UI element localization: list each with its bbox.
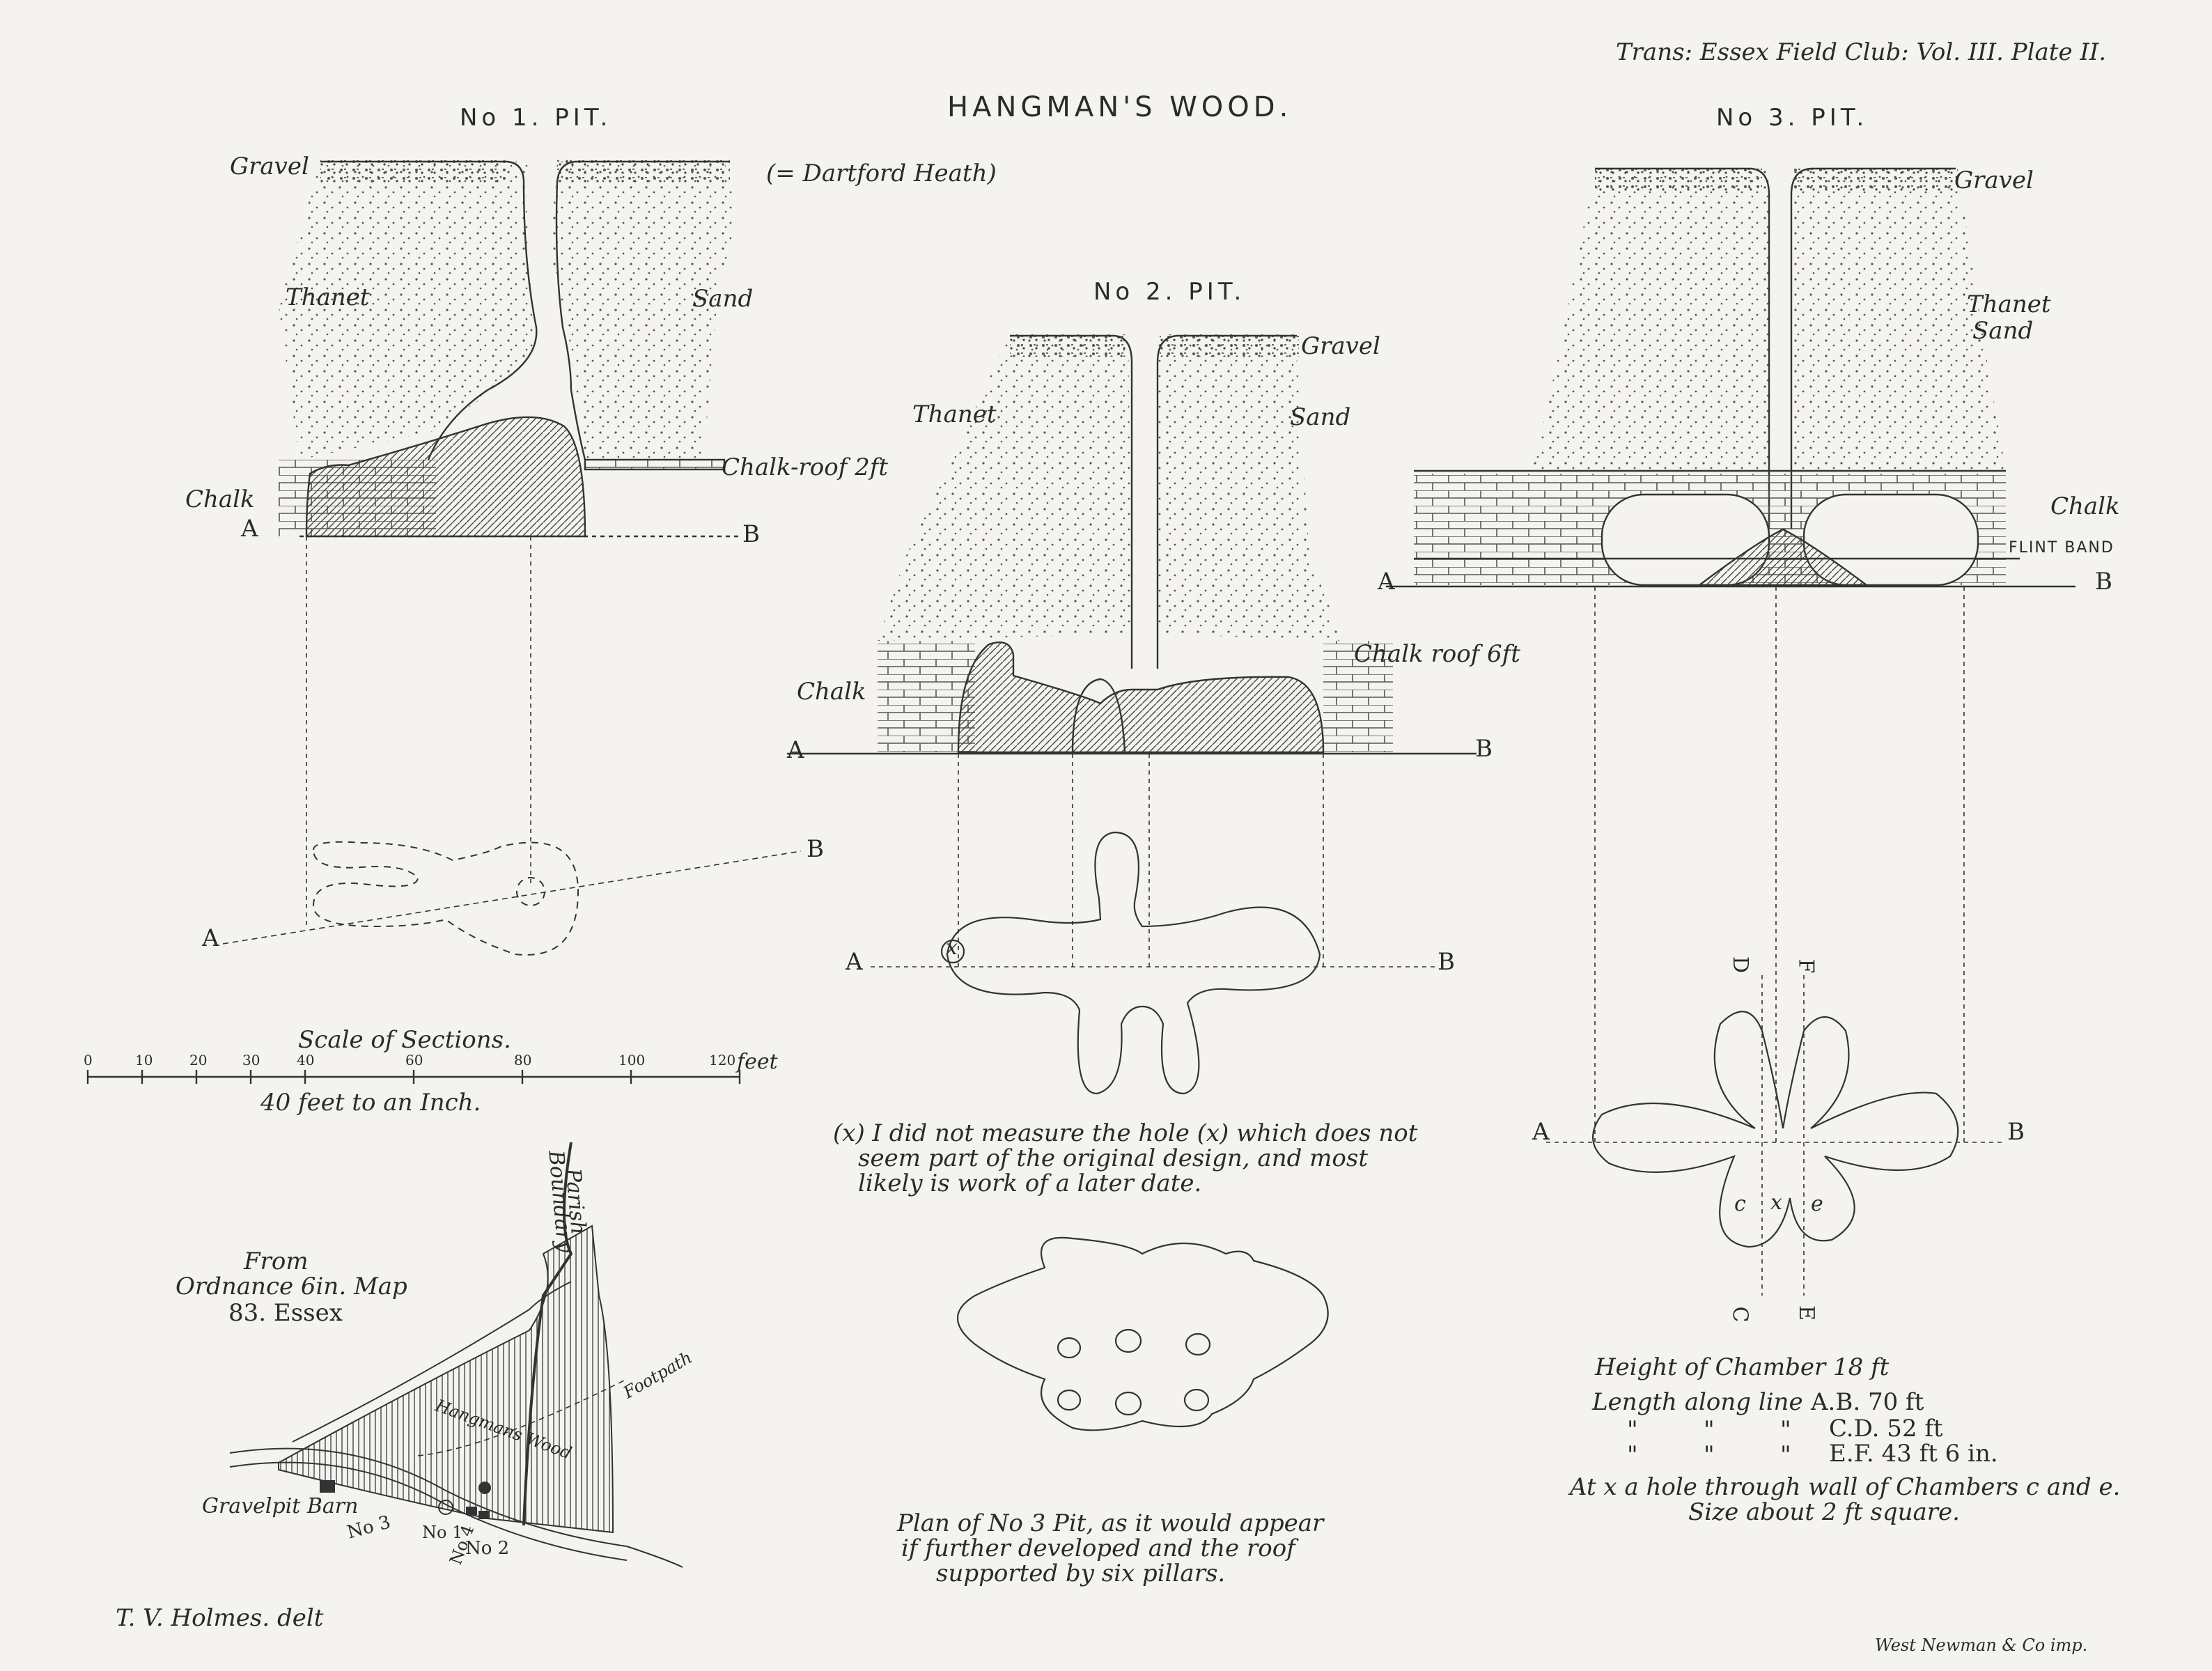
scale-tick-30: 30 [242, 1052, 260, 1068]
pit3-plan-c: C [1727, 1306, 1752, 1323]
pit3-chalk-label: Chalk [2050, 492, 2120, 520]
pit3-ditto-2: " [1704, 1416, 1715, 1444]
map-source-line-1: From [244, 1248, 309, 1275]
map-source-line-2: Ordnance 6in. Map [176, 1273, 407, 1300]
pit1-section [279, 160, 738, 926]
pit1-thanet-label: Thanet [286, 283, 370, 311]
pit3-plan-e: E [1793, 1305, 1818, 1321]
pit1-gravel-label: Gravel [230, 153, 309, 180]
pit3-ditto-5: " [1704, 1441, 1715, 1469]
scale-tick-40: 40 [297, 1052, 315, 1068]
map-source-line-3: 83. Essex [228, 1299, 343, 1327]
pit3-thanet-label: Thanet [1967, 290, 2051, 318]
developed-plan [957, 1236, 1329, 1431]
pit3-section-a: A [1378, 568, 1395, 596]
map-pit2-label: No 2 [465, 1538, 510, 1559]
pit3-hole-note-line-2: Size about 2 ft square. [1688, 1498, 1960, 1526]
pit1-plan-a: A [202, 924, 219, 952]
scale-tick-0: 0 [84, 1052, 93, 1068]
pit2-plan-b: B [1438, 948, 1455, 976]
pit1-plan [222, 841, 802, 956]
pit3-length-cd: C.D. 52 ft [1829, 1415, 1943, 1443]
pit2-note-line-1: (x) I did not measure the hole (x) which… [833, 1119, 1418, 1147]
pit3-plan-b: B [2007, 1118, 2025, 1146]
pit3-ditto-4: " [1627, 1441, 1638, 1469]
pit2-plan [871, 831, 1435, 1095]
pit3-hole-note-line-1: At x a hole through wall of Chambers c a… [1570, 1473, 2121, 1501]
pit3-hole-x-label: x [1770, 1190, 1782, 1215]
developed-plan-caption-3: supported by six pillars. [936, 1560, 1226, 1587]
pit2-sand-label: Sand [1290, 403, 1351, 431]
scale-ratio: 40 feet to an Inch. [260, 1089, 481, 1117]
location-map [229, 1142, 683, 1568]
pit3-flint-band-label: FLINT BAND [2009, 539, 2114, 557]
pit3-plan [1546, 975, 2006, 1296]
pit3-sand-label: Sand [1972, 317, 2034, 345]
plate-reference: Trans: Essex Field Club: Vol. III. Plate… [1616, 38, 2107, 66]
scale-tick-100: 100 [618, 1052, 646, 1068]
pit1-chalk-label: Chalk [185, 485, 255, 513]
pit2-gravel-label: Gravel [1301, 332, 1380, 360]
pit2-chalk-label: Chalk [797, 678, 866, 706]
printer-credit: West Newman & Co imp. [1875, 1635, 2088, 1655]
pit1-section-b: B [742, 520, 760, 548]
scale-title: Scale of Sections. [298, 1026, 511, 1054]
pit1-section-a: A [241, 515, 258, 543]
pit1-plan-b: B [807, 835, 824, 863]
pit2-thanet-label: Thanet [912, 401, 997, 428]
scale-tick-80: 80 [514, 1052, 532, 1068]
pit2-note-line-2: seem part of the original design, and mo… [858, 1144, 1368, 1172]
scale-bar [86, 1070, 741, 1084]
pit3-ditto-1: " [1627, 1416, 1638, 1444]
pit1-dartford-label: (= Dartford Heath) [766, 160, 997, 187]
pit3-length-ab: A.B. 70 ft [1811, 1388, 1924, 1416]
artist-credit: T. V. Holmes. delt [116, 1604, 324, 1632]
developed-plan-caption-2: if further developed and the roof [901, 1534, 1295, 1562]
pit2-plan-a: A [846, 948, 863, 976]
pit3-heading: No 3. PIT. [1716, 104, 1869, 132]
pit3-ditto-3: " [1780, 1416, 1791, 1444]
pit2-section-a: A [787, 736, 804, 764]
pit3-ditto-6: " [1780, 1441, 1791, 1469]
pit3-length-label: Length along line [1592, 1388, 1803, 1416]
pit3-chamber-c-label: c [1734, 1192, 1746, 1216]
scale-tick-120: 120 [709, 1052, 736, 1068]
pit3-plan-f: F [1793, 958, 1818, 974]
scale-unit: feet [737, 1050, 778, 1074]
pit3-chamber-e-label: e [1811, 1192, 1823, 1216]
pit2-note-line-3: likely is work of a later date. [858, 1169, 1202, 1197]
pit2-x-mark: x [946, 935, 958, 960]
pit3-section [1386, 166, 2075, 1142]
scale-tick-10: 10 [135, 1052, 153, 1068]
map-gravelpit-barn-label: Gravelpit Barn [202, 1494, 359, 1518]
map-pit1-label: No 1 [422, 1523, 463, 1542]
pit3-gravel-label: Gravel [1954, 166, 2034, 194]
pit2-chalk-roof-label: Chalk roof 6ft [1354, 640, 1520, 668]
pit2-section [787, 333, 1477, 968]
pit2-heading: No 2. PIT. [1093, 278, 1246, 306]
developed-plan-caption-1: Plan of No 3 Pit, as it would appear [897, 1509, 1324, 1537]
pit1-sand-label: Sand [692, 285, 754, 313]
pit1-heading: No 1. PIT. [460, 104, 612, 132]
pit3-height-of-chamber: Height of Chamber 18 ft [1595, 1353, 1890, 1381]
plate-title: HANGMAN'S WOOD. [947, 91, 1293, 123]
pit2-section-b: B [1475, 735, 1493, 763]
scale-tick-20: 20 [189, 1052, 208, 1068]
scale-tick-60: 60 [405, 1052, 423, 1068]
pit3-plan-d: D [1728, 956, 1753, 974]
pit1-chalk-roof-label: Chalk-roof 2ft [722, 453, 889, 481]
pit3-plan-a: A [1532, 1118, 1550, 1146]
pit3-section-b: B [2095, 568, 2112, 596]
pit3-length-ef: E.F. 43 ft 6 in. [1829, 1440, 1998, 1468]
